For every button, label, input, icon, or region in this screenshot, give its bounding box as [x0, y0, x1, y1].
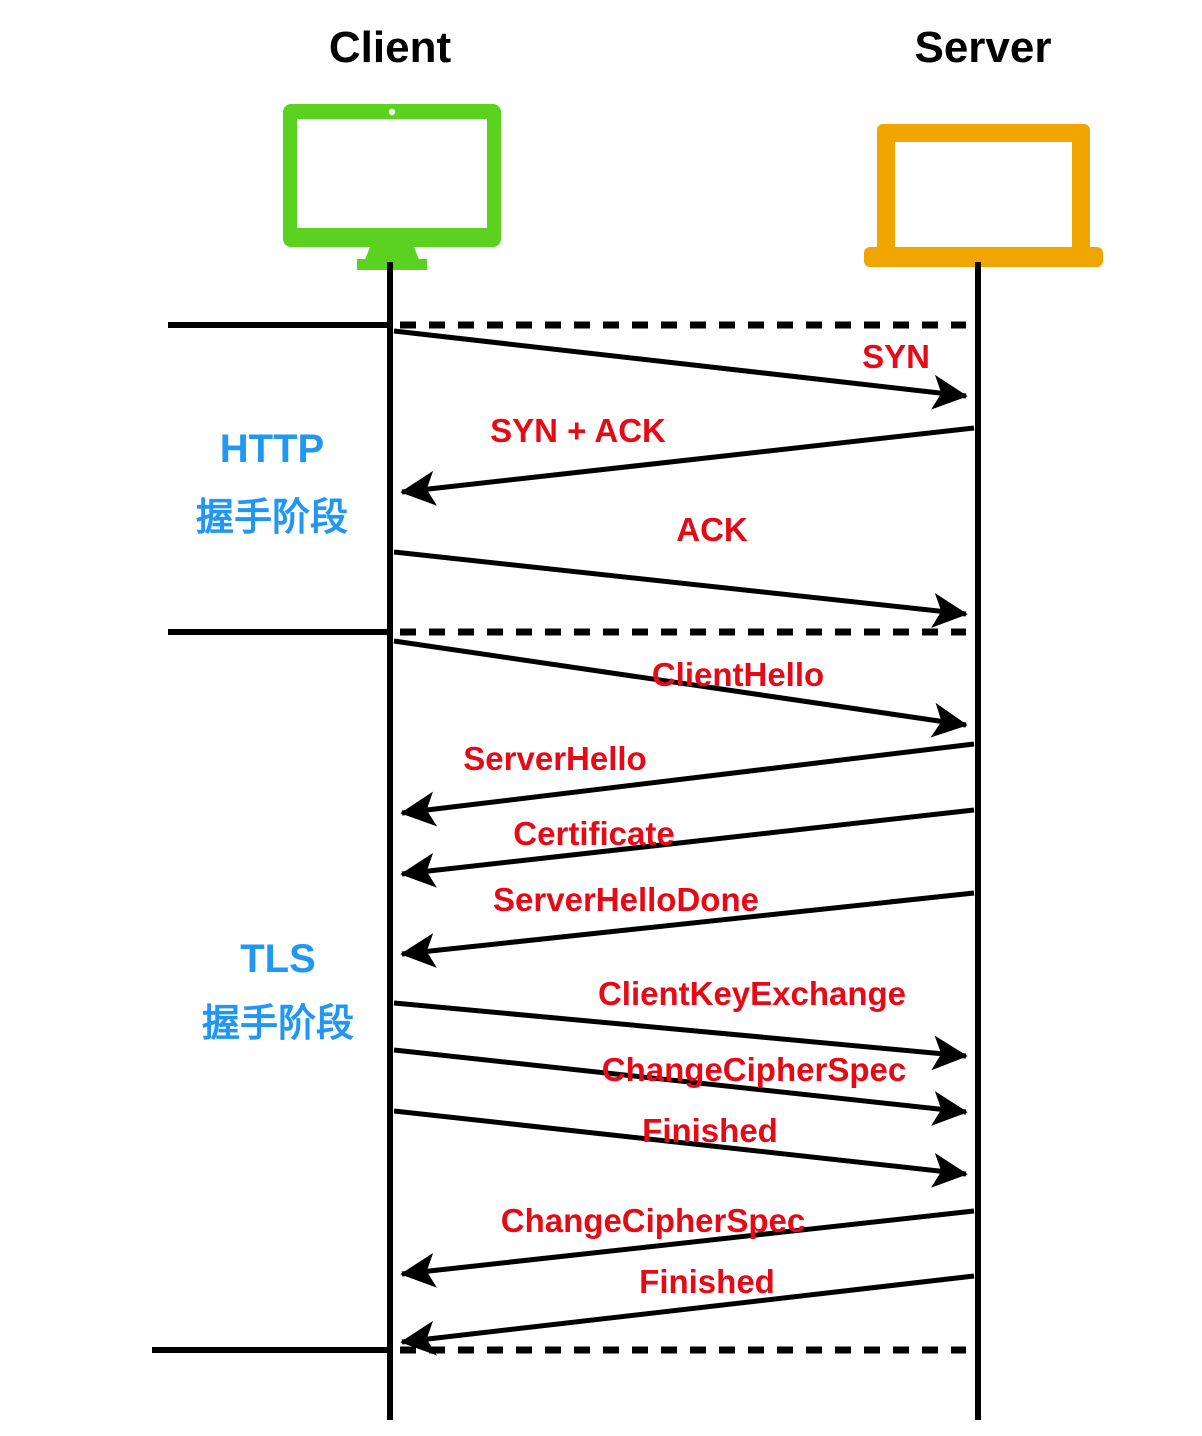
message-label-syn-ack: SYN + ACK: [490, 412, 666, 449]
phase-label-http: HTTP 握手阶段: [196, 427, 348, 539]
message-arrow-syn: SYN: [393, 328, 968, 410]
message-label-serverhello: ServerHello: [463, 740, 646, 777]
message-arrow-certificate: Certificate: [400, 807, 975, 888]
desktop-monitor-icon: [283, 104, 501, 270]
message-label-certificate: Certificate: [513, 815, 674, 852]
message-arrow-changecipherspec-client: ChangeCipherSpec: [393, 1047, 968, 1126]
message-arrow-clientkeyexchange: ClientKeyExchange: [393, 975, 968, 1071]
message-label-changecipherspec-client: ChangeCipherSpec: [602, 1051, 906, 1088]
message-arrow-syn-ack: SYN + ACK: [400, 412, 975, 506]
message-label-changecipherspec-server: ChangeCipherSpec: [501, 1202, 805, 1239]
message-label-clienthello: ClientHello: [652, 656, 824, 693]
message-arrow-ack: ACK: [393, 511, 968, 628]
phase-tls-name-cn: 握手阶段: [202, 1003, 354, 1045]
laptop-icon: [864, 124, 1103, 267]
phase-label-tls: TLS 握手阶段: [202, 937, 354, 1045]
server-actor-title: Server: [914, 23, 1051, 72]
message-arrow-changecipherspec-server: ChangeCipherSpec: [400, 1202, 975, 1288]
phase-http-name-cn: 握手阶段: [196, 497, 348, 539]
message-arrow-serverhellodone: ServerHelloDone: [400, 881, 975, 968]
message-arrow-clienthello: ClientHello: [393, 638, 968, 738]
message-label-finished-client: Finished: [642, 1112, 778, 1149]
message-arrow-finished-client: Finished: [393, 1108, 968, 1188]
message-label-syn: SYN: [862, 338, 930, 375]
message-label-ack: ACK: [676, 511, 748, 548]
message-label-clientkeyexchange: ClientKeyExchange: [598, 975, 906, 1012]
message-arrow-serverhello: ServerHello: [400, 740, 975, 827]
phase-tls-name: TLS: [240, 937, 316, 981]
phase-http-name: HTTP: [220, 427, 324, 471]
message-label-finished-server: Finished: [639, 1263, 775, 1300]
message-label-serverhellodone: ServerHelloDone: [493, 881, 759, 918]
message-arrow-finished-server: Finished: [400, 1263, 975, 1356]
client-actor-title: Client: [329, 23, 452, 72]
